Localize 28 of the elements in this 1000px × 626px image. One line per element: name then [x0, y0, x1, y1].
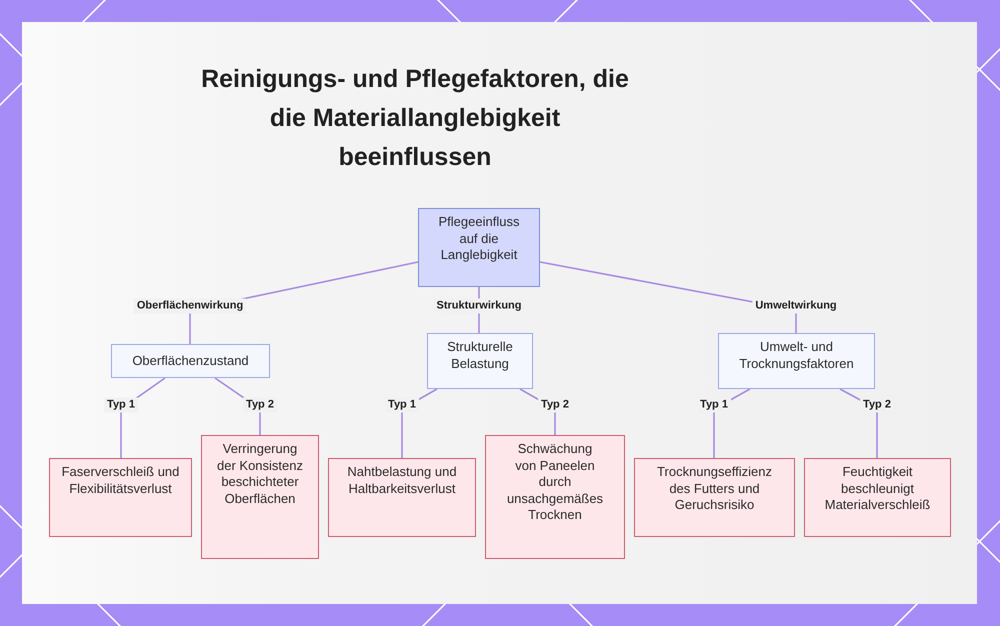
- node-label: Strukturelle Belastung: [446, 339, 514, 372]
- category-box: [718, 333, 875, 389]
- edge-label: Typ 2: [243, 398, 277, 412]
- effect-box: [634, 458, 795, 537]
- category-box: [111, 344, 270, 378]
- edge-label: Typ 1: [104, 398, 138, 412]
- node-label: Feuchtigkeit beschleunigt Materialverschleiß: [824, 464, 932, 514]
- node-label: Faserverschleiß und Flexibilitätsverlust: [60, 464, 180, 497]
- node-label: Verringerung der Konsistenz beschichteter Oberflächen: [216, 441, 304, 507]
- diagram-title: Reinigungs- und Pflegefaktoren, die die Materiallanglebigkeit beeinflussen: [200, 64, 630, 173]
- node-label: Schwächung von Paneelen durch unsachgemäßes Trocknen: [506, 441, 604, 524]
- edge-label: Typ 2: [538, 398, 572, 412]
- edge-label: Oberflächenwirkung: [134, 298, 246, 314]
- edge-label: Typ 2: [860, 398, 894, 412]
- node-label: Pflegeeinfluss auf die Langlebigkeit: [438, 214, 520, 264]
- node-label: Umwelt- und Trocknungsfaktoren: [738, 339, 855, 372]
- effect-box: [49, 458, 192, 537]
- effect-box: [328, 458, 476, 537]
- node-label: Nahtbelastung und Haltbarkeitsverlust: [346, 464, 458, 497]
- edge-label: Typ 1: [697, 398, 731, 412]
- category-box: [427, 333, 533, 389]
- effect-box: [485, 435, 625, 559]
- node-label: Oberflächenzustand: [131, 353, 250, 370]
- root-box: [418, 208, 540, 287]
- effect-box: [804, 458, 951, 537]
- edge-label: Typ 1: [385, 398, 419, 412]
- node-label: Trocknungseffizienz des Futters und Geruchsrisiko: [656, 464, 773, 514]
- effect-box: [201, 435, 319, 559]
